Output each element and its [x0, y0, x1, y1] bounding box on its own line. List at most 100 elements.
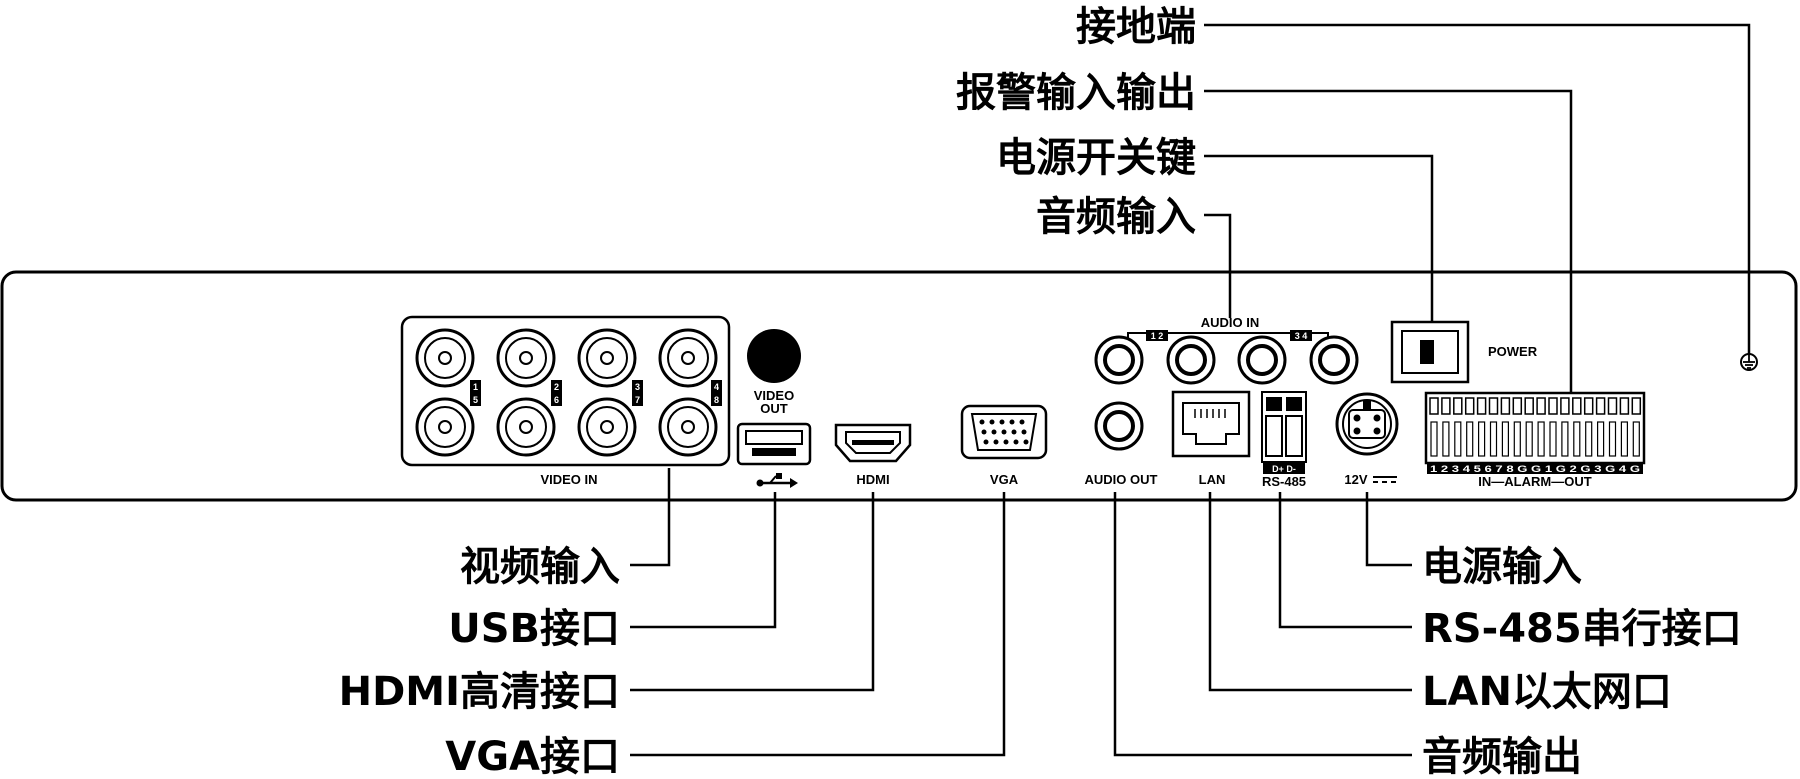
lan-port — [1171, 390, 1251, 458]
alarm-terminal-slot — [1429, 397, 1439, 415]
rs485-pin-badge — [1263, 463, 1305, 474]
channel-badge-2-6: 2 6 — [551, 380, 562, 406]
audio-in-bracket — [1127, 332, 1329, 338]
alarm-terminal-slot — [1500, 397, 1511, 415]
alarm-terminal-slot — [1488, 397, 1499, 415]
alarm-terminal-wire-hole — [1549, 421, 1557, 457]
alarm-terminal-slot — [1619, 397, 1630, 415]
alarm-terminal-slot — [1453, 397, 1463, 415]
leader-lines-bottom — [630, 468, 1412, 757]
video-in-block: 1 5 2 6 3 7 4 8 — [400, 315, 731, 467]
alarm-terminal-wire-hole — [1513, 421, 1521, 457]
callout-usb: USB接口 — [448, 606, 620, 652]
callout-video-in: 视频输入 — [460, 544, 620, 590]
alarm-terminal-wire-hole — [1596, 421, 1605, 457]
svg-text:4: 4 — [714, 382, 719, 392]
callout-vga: VGA接口 — [445, 734, 620, 779]
alarm-terminal-slot — [1512, 397, 1523, 415]
alarm-terminal-wire-hole — [1585, 421, 1593, 457]
ground-terminal-icon — [1740, 353, 1758, 371]
callout-audio-out: 音频输出 — [1422, 734, 1582, 779]
rs485-terminal — [1261, 391, 1307, 463]
alarm-terminal-slot — [1536, 397, 1546, 415]
audio-in-label: AUDIO IN — [1201, 315, 1260, 330]
callout-hdmi: HDMI高清接口 — [339, 669, 620, 715]
alarm-terminal-wire-hole — [1430, 421, 1438, 457]
rca-audio-out — [1094, 401, 1144, 451]
callout-alarm-io: 报警输入输出 — [956, 70, 1196, 116]
lan-label: LAN — [1199, 472, 1226, 487]
svg-text:1: 1 — [473, 382, 478, 392]
rs485-label: RS-485 — [1262, 474, 1306, 489]
alarm-terminal-slot — [1560, 397, 1570, 415]
svg-text:3: 3 — [635, 382, 640, 392]
audio-out-label: AUDIO OUT — [1085, 472, 1158, 487]
bnc-connector-4 — [658, 328, 718, 388]
alarm-label: IN—ALARM—OUT — [1478, 474, 1591, 489]
alarm-terminal-wire-hole — [1442, 421, 1450, 457]
alarm-terminal-slot — [1441, 397, 1451, 415]
svg-text:3 4: 3 4 — [1295, 331, 1308, 341]
bnc-connector-7 — [577, 397, 637, 457]
svg-text:7: 7 — [635, 395, 640, 405]
leader-lines-top — [1204, 23, 1751, 393]
rca-audio-in-3 — [1237, 335, 1287, 385]
bnc-connector-1 — [415, 328, 475, 388]
bnc-connector-8 — [658, 397, 718, 457]
callout-power-switch: 电源开关键 — [996, 135, 1196, 181]
alarm-terminal-slot — [1583, 397, 1594, 415]
power-switch — [1390, 320, 1470, 384]
alarm-terminal-slot — [1595, 397, 1606, 415]
channel-badge-3-7: 3 7 — [632, 380, 643, 406]
bnc-connector-3 — [577, 328, 637, 388]
vga-label: VGA — [990, 472, 1019, 487]
dc-symbol-icon — [1373, 476, 1397, 483]
callout-rs485: RS-485串行接口 — [1422, 606, 1742, 652]
hdmi-port — [834, 423, 912, 463]
bnc-connector-6 — [496, 397, 556, 457]
alarm-terminal-slot — [1607, 397, 1618, 415]
video-out-label: VIDEO — [754, 388, 794, 403]
hdmi-label: HDMI — [856, 472, 889, 487]
usb-port — [736, 422, 812, 466]
alarm-terminal-wire-hole — [1477, 421, 1486, 457]
alarm-terminal-slot — [1548, 397, 1558, 415]
alarm-terminal-wire-hole — [1608, 421, 1617, 457]
callout-power-in: 电源输入 — [1422, 544, 1582, 590]
callout-lan: LAN以太网口 — [1422, 669, 1672, 715]
channel-badge-1-5: 1 5 — [470, 380, 481, 406]
usb-icon — [756, 473, 798, 488]
power-in-label: 12V — [1344, 472, 1367, 487]
power-switch-label: POWER — [1488, 344, 1538, 359]
alarm-terminal-wire-hole — [1561, 421, 1569, 457]
rca-audio-in-2 — [1166, 335, 1216, 385]
alarm-terminal-wire-hole — [1454, 421, 1462, 457]
video-out-label-2: OUT — [760, 401, 788, 416]
device-chassis — [0, 270, 1798, 502]
alarm-terminal-wire-hole — [1489, 421, 1498, 457]
vga-port — [960, 404, 1048, 460]
svg-text:1 2: 1 2 — [1151, 331, 1164, 341]
bnc-connector-2 — [496, 328, 556, 388]
alarm-terminal-wire-hole — [1632, 421, 1640, 457]
svg-text:1 2 3 4 5 6 7 8 G G 1 G 2 G 3: 1 2 3 4 5 6 7 8 G G 1 G 2 G 3 G 4 G — [1430, 464, 1640, 474]
audio-in-badge-b — [1290, 330, 1312, 341]
video-out-connector — [747, 329, 801, 383]
channel-badge-4-8: 4 8 — [711, 380, 722, 406]
video-in-label: VIDEO IN — [540, 472, 597, 487]
alarm-terminal-wire-hole — [1466, 421, 1474, 457]
alarm-terminal-wire-hole — [1501, 421, 1510, 457]
alarm-terminal-slot — [1464, 397, 1475, 415]
svg-text:6: 6 — [554, 395, 559, 405]
alarm-terminal-wire-hole — [1525, 421, 1533, 457]
alarm-terminal-wire-hole — [1537, 421, 1545, 457]
alarm-terminal-wire-hole — [1620, 421, 1629, 457]
callout-ground: 接地端 — [1076, 4, 1196, 50]
alarm-pin-badge — [1427, 463, 1643, 474]
alarm-terminal-slot — [1524, 397, 1534, 415]
svg-text:2: 2 — [554, 382, 559, 392]
alarm-terminal-slot — [1631, 397, 1642, 415]
svg-text:5: 5 — [473, 395, 478, 405]
audio-in-badge-a — [1146, 330, 1168, 341]
